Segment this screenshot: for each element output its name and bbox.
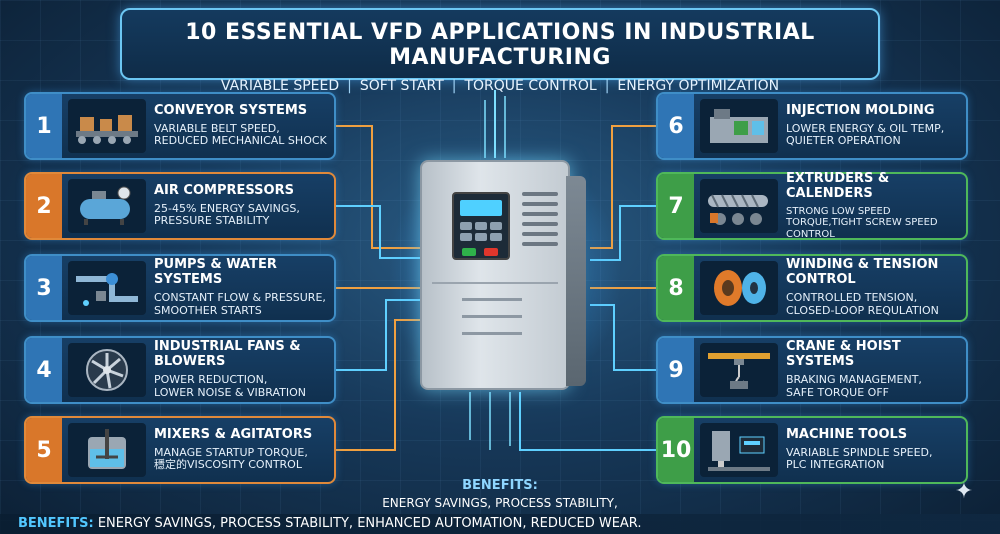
card-extruders-calenders: 7 EXTRUDERS & CALENDERS STRONG LOW SPEED… bbox=[656, 170, 968, 240]
vfd-vents bbox=[522, 192, 558, 252]
subtitle-torque-control: TORQUE CONTROL bbox=[464, 78, 597, 94]
card-number: 9 bbox=[658, 338, 694, 402]
card-description: CONTROLLED TENSION,CLOSED-LOOP REQULATIO… bbox=[786, 291, 939, 317]
card-pumps-water-systems: 3 PUMPS & WATER SYSTEMS CONSTANT FLOW & … bbox=[24, 254, 336, 322]
vfd-display bbox=[460, 200, 502, 216]
card-description: POWER REDUCTION,LOWER NOISE & VIBRATION bbox=[154, 373, 307, 399]
card-description: CONSTANT FLOW & PRESSURE,SMOOTHER STARTS bbox=[154, 291, 326, 317]
compressor-icon bbox=[68, 179, 146, 233]
card-title: INDUSTRIAL FANS & BLOWERS bbox=[154, 339, 301, 370]
fan-icon bbox=[68, 343, 146, 397]
card-title: PUMPS & WATER SYSTEMS bbox=[154, 257, 277, 288]
crane-hook-icon bbox=[700, 343, 778, 397]
card-number: 2 bbox=[26, 174, 62, 238]
subtitle-variable-speed: VARIABLE SPEED bbox=[220, 78, 340, 94]
card-air-compressors: 2 AIR COMPRESSORS 25-45% ENERGY SAVINGS,… bbox=[24, 172, 336, 240]
card-title: MIXERS & AGITATORS bbox=[154, 426, 313, 442]
cnc-machine-icon bbox=[700, 423, 778, 477]
footer-benefits-label: BENEFITS: bbox=[18, 516, 94, 531]
subtitle-separator: | bbox=[451, 78, 457, 94]
card-mixers-agitators: 5 MIXERS & AGITATORS MANAGE STARTUP TORQ… bbox=[24, 416, 336, 484]
subtitle-energy-optimization: ENERGY OPTIMIZATION bbox=[617, 78, 780, 94]
card-title: MACHINE TOOLS bbox=[786, 426, 908, 442]
vfd-keypad bbox=[452, 192, 510, 260]
subtitle-separator: | bbox=[347, 78, 352, 94]
card-number: 7 bbox=[658, 174, 694, 238]
vfd-drive-illustration bbox=[420, 160, 586, 390]
card-title: CONVEYOR SYSTEMS bbox=[154, 102, 308, 118]
card-conveyor-systems: 1 CONVEYOR SYSTEMS VARIABLE BELT SPEED,R… bbox=[24, 92, 336, 160]
card-crane-hoist-systems: 9 CRANE & HOIST SYSTEMS BRAKING MANAGEME… bbox=[656, 336, 968, 404]
card-number: 8 bbox=[658, 256, 694, 320]
footer-benefits-bar: BENEFITS: ENERGY SAVINGS, PROCESS STABIL… bbox=[0, 514, 1000, 534]
card-description: VARIABLE BELT SPEED,REDUCED MECHANICAL S… bbox=[154, 121, 327, 148]
card-title: WINDING & TENSION CONTROL bbox=[786, 257, 939, 288]
vfd-run-button-icon bbox=[462, 248, 476, 256]
card-number: 10 bbox=[658, 418, 694, 482]
card-title: AIR COMPRESSORS bbox=[154, 182, 294, 198]
card-title: CRANE & HOIST SYSTEMS bbox=[786, 339, 901, 370]
pump-pipes-icon bbox=[68, 261, 146, 315]
vfd-stop-button-icon bbox=[484, 248, 498, 256]
subtitle-soft-start: SOFT START bbox=[359, 78, 444, 94]
mixer-tank-icon bbox=[68, 423, 146, 477]
injection-machine-icon bbox=[700, 99, 778, 153]
conveyor-icon bbox=[68, 99, 146, 153]
center-benefits: BENEFITS: ENERGY SAVINGS, PROCESS STABIL… bbox=[360, 478, 640, 518]
footer-benefits-text: ENERGY SAVINGS, PROCESS STABILITY, ENHAN… bbox=[93, 516, 642, 531]
title-banner: 10 ESSENTIAL VFD APPLICATIONS IN INDUSTR… bbox=[120, 8, 880, 94]
card-number: 5 bbox=[26, 418, 62, 482]
card-description: LOWER ENERGY & OIL TEMP,QUIETER OPERATIO… bbox=[786, 121, 945, 148]
center-benefits-label: BENEFITS: bbox=[462, 478, 538, 493]
vfd-side-panel bbox=[566, 176, 586, 386]
card-injection-molding: 6 INJECTION MOLDING LOWER ENERGY & OIL T… bbox=[656, 92, 968, 160]
spool-icon bbox=[700, 261, 778, 315]
card-number: 3 bbox=[26, 256, 62, 320]
card-number: 6 bbox=[658, 94, 694, 158]
page-title: 10 ESSENTIAL VFD APPLICATIONS IN INDUSTR… bbox=[185, 20, 815, 70]
card-industrial-fans-blowers: 4 INDUSTRIAL FANS & BLOWERS POWER REDUCT… bbox=[24, 336, 336, 404]
card-number: 4 bbox=[26, 338, 62, 402]
card-number: 1 bbox=[26, 94, 62, 158]
card-description: BRAKING MANAGEMENT,SAFE TORQUE OFF bbox=[786, 373, 922, 399]
subtitle-separator: | bbox=[604, 78, 610, 94]
extruder-screw-icon bbox=[700, 179, 778, 233]
center-benefits-text: ENERGY SAVINGS, PROCESS STABILITY, bbox=[382, 496, 618, 510]
card-description: 25-45% ENERGY SAVINGS,PRESSURE STABILITY bbox=[154, 201, 300, 228]
card-description: VARIABLE SPINDLE SPEED,PLC INTEGRATION bbox=[786, 445, 933, 472]
vfd-lower-cover bbox=[432, 282, 558, 378]
card-description: MANAGE STARTUP TORQUE,穩定的VISCOSITY CONTR… bbox=[154, 445, 308, 472]
card-machine-tools: 10 MACHINE TOOLS VARIABLE SPINDLE SPEED,… bbox=[656, 416, 968, 484]
sparkle-icon: ✦ bbox=[954, 479, 974, 504]
card-title: EXTRUDERS & CALENDERS bbox=[786, 170, 890, 201]
card-title: INJECTION MOLDING bbox=[786, 102, 935, 118]
subtitle-row: VARIABLE SPEED | SOFT START | TORQUE CON… bbox=[122, 78, 878, 94]
card-winding-tension-control: 8 WINDING & TENSION CONTROL CONTROLLED T… bbox=[656, 254, 968, 322]
vfd-keys bbox=[460, 222, 504, 241]
